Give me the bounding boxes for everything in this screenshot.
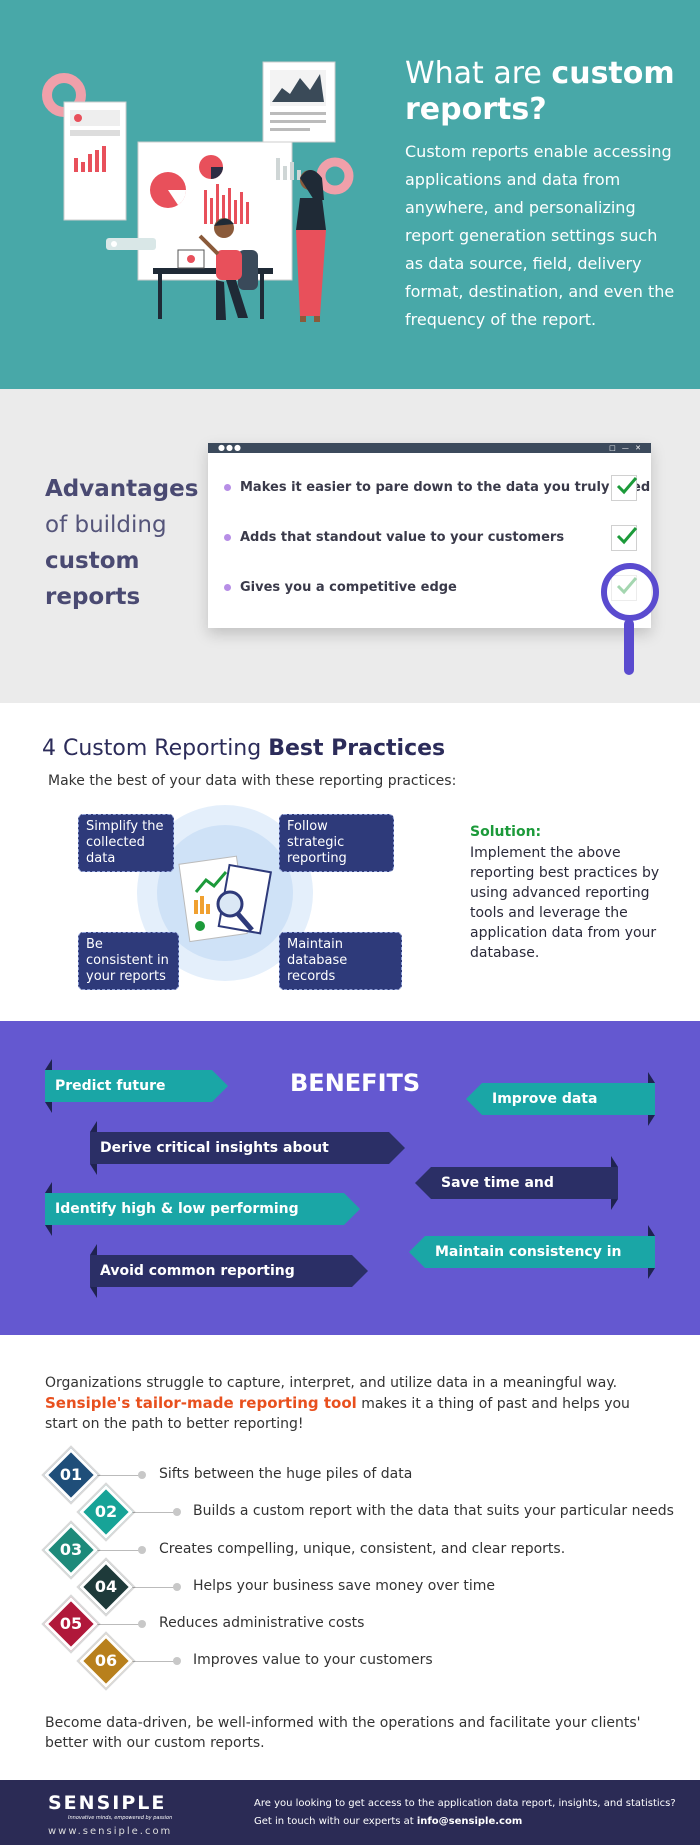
benefits-title: BENEFITS bbox=[290, 1069, 421, 1097]
step-connector bbox=[92, 1475, 142, 1476]
logo-tagline: Innovative minds, empowered by passion bbox=[68, 1815, 173, 1821]
step-dot-icon bbox=[173, 1657, 181, 1665]
window-titlebar: ●●● □ — ✕ bbox=[208, 443, 651, 453]
step-connector bbox=[92, 1624, 142, 1625]
benefit-ribbon: Save time and resources bbox=[415, 1167, 618, 1199]
step-connector bbox=[127, 1661, 177, 1662]
benefit-ribbon: Improve data integrity bbox=[466, 1083, 655, 1115]
step-dot-icon bbox=[173, 1508, 181, 1516]
best-practices-subtitle: Make the best of your data with these re… bbox=[48, 773, 457, 789]
tool-outro: Become data-driven, be well-informed wit… bbox=[45, 1715, 641, 1751]
bullet-icon bbox=[224, 484, 231, 491]
footer-cta-text: Are you looking to get access to the app… bbox=[254, 1798, 676, 1809]
footer-email-link[interactable]: info@sensiple.com bbox=[416, 1816, 523, 1827]
hero-body: Custom reports enable accessing applicat… bbox=[405, 142, 675, 329]
step-dot-icon bbox=[173, 1583, 181, 1591]
benefits-section: BENEFITS Predict future events Derive cr… bbox=[0, 1021, 700, 1335]
step-text: Builds a custom report with the data tha… bbox=[193, 1503, 674, 1519]
tool-intro: Organizations struggle to capture, inter… bbox=[45, 1373, 660, 1434]
advantages-section: Advantages of building custom reports ●●… bbox=[0, 389, 700, 703]
hero-section: What are custom reports? Custom reports … bbox=[0, 0, 700, 389]
step-number: 01 bbox=[59, 1465, 83, 1484]
advantages-heading-line: of building bbox=[45, 512, 167, 538]
step-text: Sifts between the huge piles of data bbox=[159, 1466, 413, 1482]
reporting-tool-section: Organizations struggle to capture, inter… bbox=[0, 1335, 700, 1780]
advantages-window: ●●● □ — ✕ Makes it easier to pare down t… bbox=[208, 443, 651, 628]
advantage-text: Gives you a competitive edge bbox=[240, 580, 457, 595]
tool-intro-text: Organizations struggle to capture, inter… bbox=[45, 1375, 618, 1391]
solution-text: Implement the above reporting best pract… bbox=[470, 845, 660, 961]
benefit-ribbon: Maintain consistency in reports bbox=[409, 1236, 655, 1268]
reports-illustration bbox=[42, 61, 354, 322]
bullet-icon bbox=[224, 584, 231, 591]
step-number: 04 bbox=[94, 1577, 118, 1596]
best-practices-section: 4 Custom Reporting Best Practices Make t… bbox=[0, 703, 700, 1021]
footer-contact: Get in touch with our experts at info@se… bbox=[254, 1816, 522, 1827]
magnifier-icon bbox=[601, 563, 659, 621]
advantages-heading: Advantages of building custom reports bbox=[45, 471, 205, 615]
step-connector bbox=[127, 1512, 177, 1513]
step-dot-icon bbox=[138, 1620, 146, 1628]
step-dot-icon bbox=[138, 1471, 146, 1479]
checkbox-icon bbox=[611, 525, 638, 551]
advantage-text: Adds that standout value to your custome… bbox=[240, 530, 565, 545]
step-connector bbox=[92, 1550, 142, 1551]
step-number: 02 bbox=[94, 1502, 118, 1521]
magnifier-handle-icon bbox=[624, 619, 634, 675]
checkbox-icon bbox=[611, 475, 638, 501]
advantage-item: Adds that standout value to your custome… bbox=[224, 530, 564, 545]
practice-tag: Maintain database records bbox=[279, 932, 402, 990]
footer-contact-text: Get in touch with our experts at bbox=[254, 1816, 417, 1827]
advantage-text: Makes it easier to pare down to the data… bbox=[240, 480, 651, 495]
hero-title-emphasis: custom reports? bbox=[405, 56, 675, 127]
hero-title: What are custom reports? bbox=[405, 56, 685, 128]
practice-tag: Be consistent in your reports bbox=[78, 932, 179, 990]
window-controls-icon: □ — ✕ bbox=[609, 444, 643, 452]
step-text: Reduces administrative costs bbox=[159, 1615, 365, 1631]
ribbon-folds-decoration bbox=[45, 1059, 655, 1298]
step-text: Helps your business save money over time bbox=[193, 1578, 496, 1594]
footer-url-link[interactable]: www.sensiple.com bbox=[48, 1826, 173, 1837]
best-practices-title-emphasis: Best Practices bbox=[268, 736, 446, 761]
bullet-icon bbox=[224, 534, 231, 541]
step-text: Creates compelling, unique, consistent, … bbox=[159, 1541, 566, 1557]
best-practices-title-part: 4 Custom Reporting bbox=[42, 736, 269, 761]
step-number: 03 bbox=[59, 1540, 83, 1559]
step-number: 05 bbox=[59, 1614, 83, 1633]
sensiple-logo: SENSIPLE bbox=[48, 1792, 167, 1814]
report-clipboard-icon bbox=[178, 855, 273, 943]
advantage-item: Gives you a competitive edge bbox=[224, 580, 457, 595]
advantages-heading-line: Advantages bbox=[45, 476, 199, 502]
hero-title-part: What are bbox=[405, 56, 552, 91]
solution-label: Solution: bbox=[470, 824, 542, 840]
practice-tag: Follow strategic reporting bbox=[279, 814, 394, 872]
best-practices-title: 4 Custom Reporting Best Practices bbox=[42, 736, 445, 761]
step-connector bbox=[127, 1587, 177, 1588]
footer: SENSIPLE Innovative minds, empowered by … bbox=[0, 1780, 700, 1845]
tool-intro-text: makes it a thing of past and helps you s… bbox=[45, 1396, 630, 1432]
advantages-heading-line: reports bbox=[45, 584, 141, 610]
step-number: 06 bbox=[94, 1651, 118, 1670]
practice-tag: Simplify the collected data bbox=[78, 814, 174, 872]
window-dots-icon: ●●● bbox=[218, 443, 242, 452]
advantages-heading-line: custom bbox=[45, 548, 140, 574]
step-text: Improves value to your customers bbox=[193, 1652, 433, 1668]
tool-intro-highlight: Sensiple's tailor-made reporting tool bbox=[45, 1394, 357, 1412]
step-dot-icon bbox=[138, 1546, 146, 1554]
advantage-item: Makes it easier to pare down to the data… bbox=[224, 480, 650, 495]
